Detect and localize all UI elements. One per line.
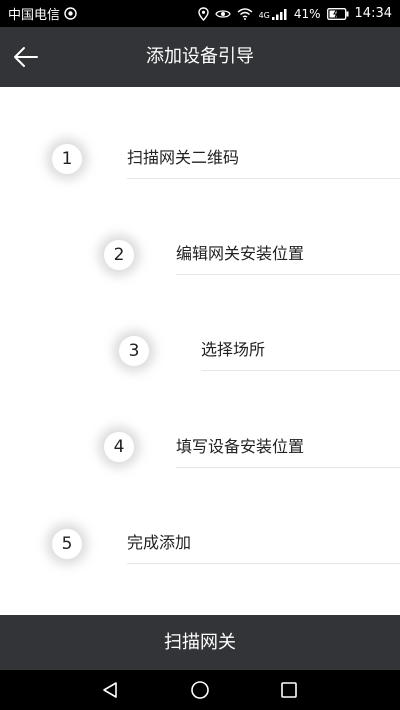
step-item-2[interactable]: 编辑网关安装位置 [176, 234, 400, 275]
step-label-4: 填写设备安装位置 [176, 437, 305, 456]
step-label-1: 扫描网关二维码 [127, 148, 240, 167]
step-label-3: 选择场所 [201, 340, 266, 359]
network-type: 4G [258, 10, 270, 20]
navigation-bar [0, 670, 400, 710]
step-guide: 1 扫描网关二维码 2 编辑网关安装位置 3 选择场所 4 填写设备安装位置 5… [0, 87, 400, 615]
carrier-name: 中国电信 [8, 8, 61, 23]
step-number-5: 5 [52, 529, 82, 559]
step-item-5[interactable]: 完成添加 [127, 523, 400, 564]
back-button[interactable] [6, 37, 46, 77]
step-label-5: 完成添加 [127, 533, 192, 552]
battery-percent: 41% [293, 6, 321, 21]
step-item-4[interactable]: 填写设备安装位置 [176, 427, 400, 468]
step-number-4: 4 [104, 432, 134, 462]
page-title: 添加设备引导 [146, 46, 254, 67]
step-number-1: 1 [52, 144, 82, 174]
step-number-2: 2 [104, 240, 134, 270]
step-label-2: 编辑网关安装位置 [176, 244, 305, 263]
notification-icon [64, 7, 77, 20]
clock-time: 14:34 [354, 6, 392, 21]
status-bar: 中国电信 4G 41% 14:34 [0, 0, 400, 27]
signal-icon: 4G [259, 8, 288, 20]
nav-recents-button[interactable] [277, 678, 301, 702]
nav-back-button[interactable] [98, 678, 122, 702]
arrow-left-icon [14, 47, 38, 67]
title-bar: 添加设备引导 [0, 27, 400, 87]
eye-icon [214, 8, 231, 20]
location-icon [197, 6, 209, 21]
square-recents-icon [281, 682, 297, 698]
step-item-3[interactable]: 选择场所 [201, 330, 400, 371]
battery-icon [326, 7, 349, 20]
circle-home-icon [191, 681, 209, 699]
triangle-back-icon [103, 682, 117, 698]
nav-home-button[interactable] [188, 678, 212, 702]
wifi-icon [237, 7, 253, 20]
step-number-3: 3 [119, 336, 149, 366]
scan-gateway-button[interactable]: 扫描网关 [0, 615, 400, 670]
step-item-1[interactable]: 扫描网关二维码 [127, 138, 400, 179]
